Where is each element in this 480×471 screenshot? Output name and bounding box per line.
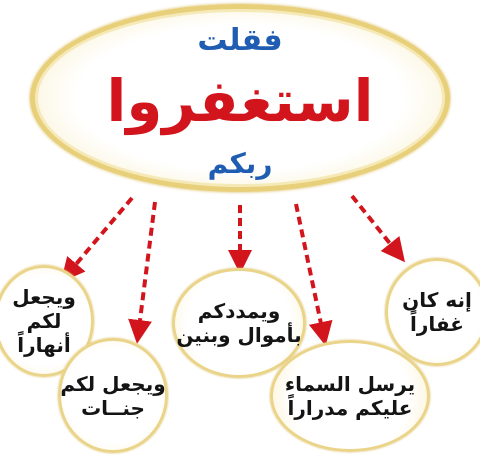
bubble-line: ويمددكم bbox=[197, 299, 281, 323]
bubble-line: عليكم مدراراً bbox=[287, 396, 413, 420]
arrow-to-forgiving bbox=[350, 194, 405, 263]
bubble-wealth: ويمددكم بأموال وبنين bbox=[172, 268, 306, 378]
bubble-line: أنهاراً bbox=[17, 333, 71, 357]
bubble-line: بأموال وبنين bbox=[176, 323, 302, 347]
header-main-text: استغفروا bbox=[106, 67, 374, 135]
bubble-rain: يرسل السماء عليكم مدراراً bbox=[270, 340, 430, 452]
bubble-line: ويجعل bbox=[12, 285, 76, 309]
bubble-line: ويجعل لكم bbox=[60, 371, 166, 396]
bubble-forgiving: إنه كان غفاراً bbox=[385, 258, 480, 366]
header-bottom-text: ربكم bbox=[207, 147, 273, 180]
bubble-line: يرسل السماء bbox=[284, 372, 416, 396]
bubble-line: إنه كان bbox=[402, 288, 472, 312]
bubble-gardens: ويجعل لكم جنــات bbox=[58, 338, 168, 453]
arrow-to-gardens bbox=[128, 201, 157, 344]
bubble-line: لكم bbox=[26, 309, 62, 333]
bubble-line: جنــات bbox=[81, 395, 145, 420]
arrow-to-rivers bbox=[60, 196, 134, 283]
bubble-line: غفاراً bbox=[410, 312, 464, 336]
header-top-text: فقلت bbox=[197, 23, 283, 58]
main-oval bbox=[30, 4, 450, 192]
arrow-to-rain bbox=[294, 203, 333, 346]
